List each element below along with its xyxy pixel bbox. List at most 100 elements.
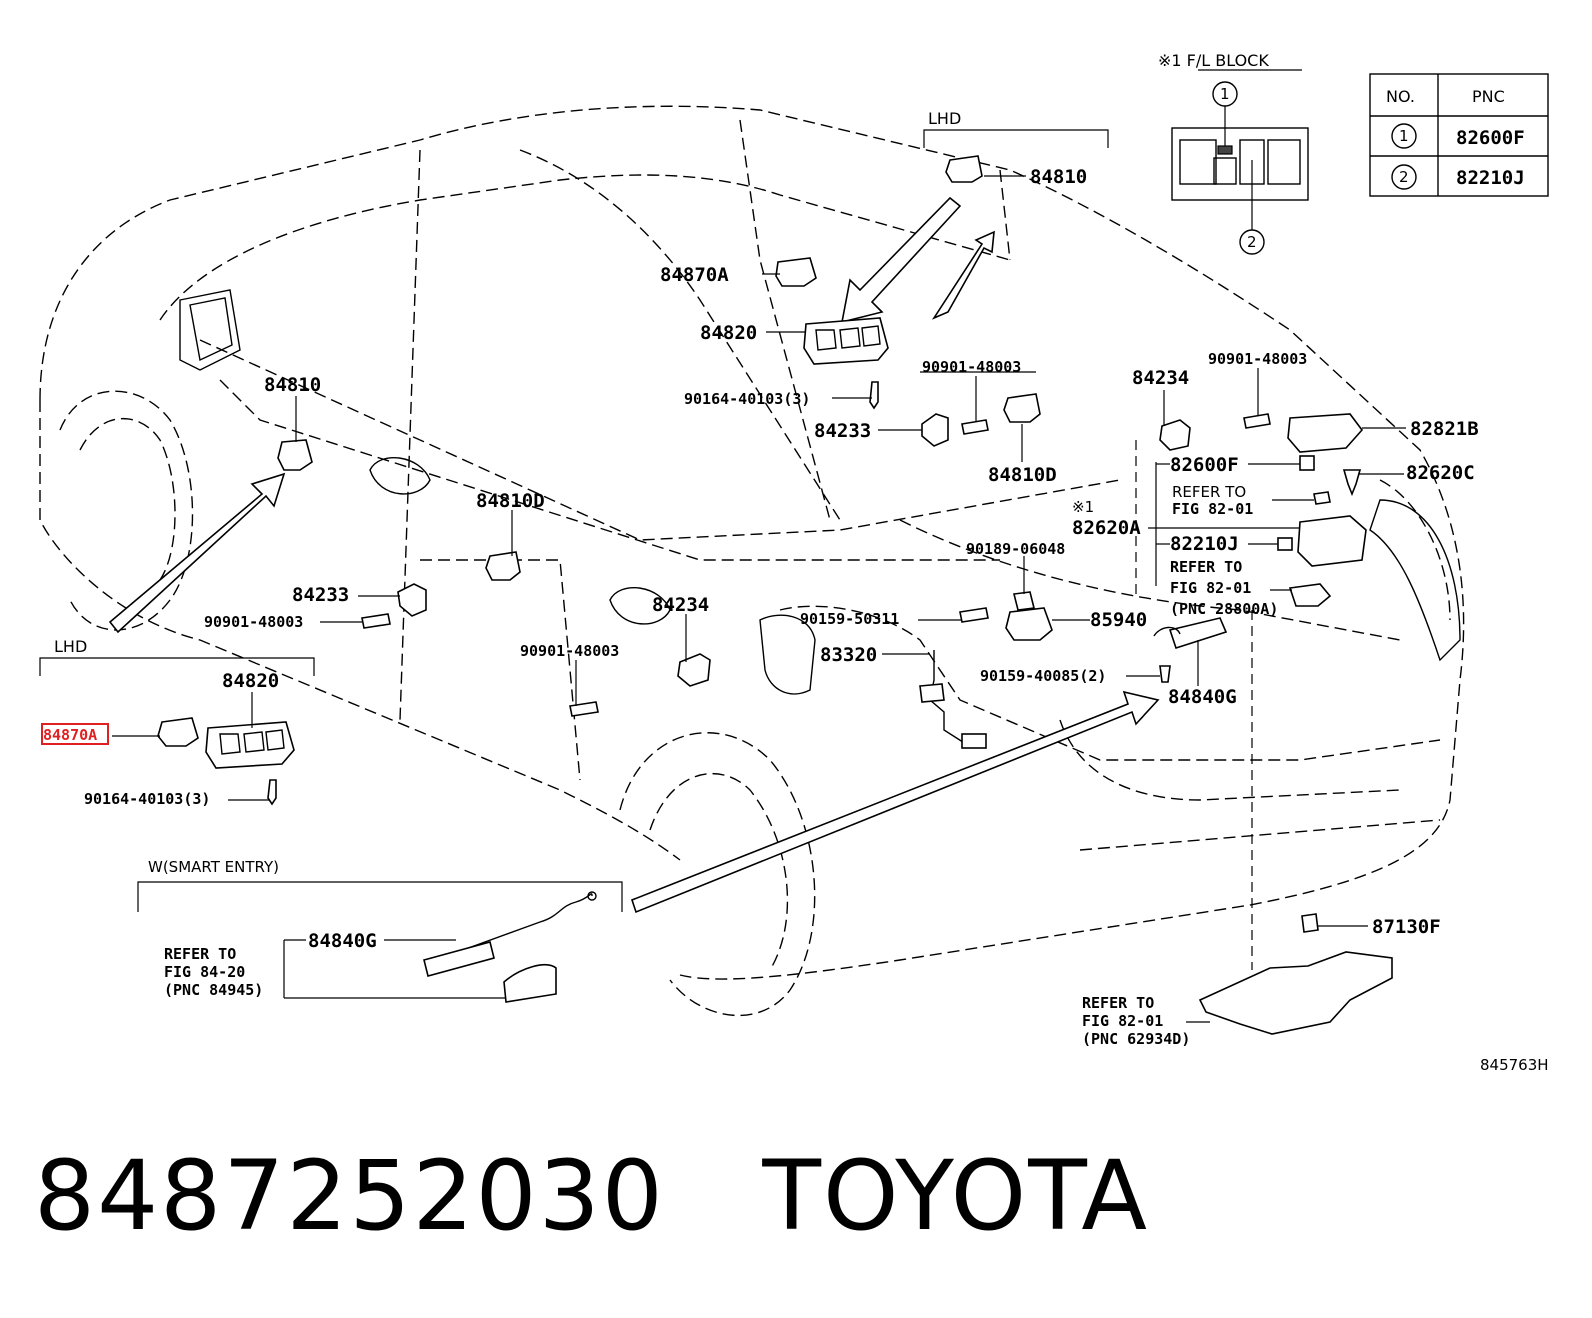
car-body-outline bbox=[39, 105, 1465, 1017]
label-refer-b-1: REFER TO bbox=[1170, 558, 1242, 576]
label-90189: 90189-06048 bbox=[966, 540, 1065, 558]
part-84870A-left bbox=[157, 717, 199, 747]
label-90164-top: 90164-40103(3) bbox=[684, 390, 810, 408]
fl-marker-2: 2 bbox=[1247, 233, 1257, 251]
section-brackets: LHD LHD W(SMART ENTRY) bbox=[39, 109, 1109, 912]
label-82600F: 82600F bbox=[1170, 454, 1239, 476]
label-85940: 85940 bbox=[1090, 609, 1147, 631]
label-refer-a-1: REFER TO bbox=[1172, 483, 1246, 501]
part-84945 bbox=[503, 964, 557, 1003]
screw-90901-c bbox=[569, 701, 599, 717]
part-84820-left bbox=[205, 721, 295, 769]
part-84810D-right bbox=[1003, 393, 1041, 423]
label-refer-b-2: FIG 82-01 bbox=[1170, 579, 1251, 597]
label-refer-84-20-2: FIG 84-20 bbox=[164, 963, 245, 981]
pnc-row-1-no: 1 bbox=[1399, 127, 1409, 145]
part-28800A bbox=[1288, 583, 1332, 607]
part-84840G-cable bbox=[429, 893, 593, 963]
leader-lines bbox=[112, 175, 1406, 1023]
pnc-row-2-pnc: 82210J bbox=[1456, 167, 1525, 189]
part-82620C bbox=[1342, 469, 1362, 497]
arrow-to-smart-entry bbox=[631, 690, 1160, 914]
label-refer-a-2: FIG 82-01 bbox=[1172, 500, 1253, 518]
label-84820-top: 84820 bbox=[700, 322, 757, 344]
fl-marker-1: 1 bbox=[1220, 85, 1230, 103]
part-84840G-right bbox=[1168, 617, 1228, 650]
label-90164-left: 90164-40103(3) bbox=[84, 790, 210, 808]
screw-90159-a bbox=[959, 607, 989, 623]
part-85940 bbox=[1005, 607, 1053, 641]
title-spacer bbox=[665, 1140, 763, 1252]
label-82821B: 82821B bbox=[1410, 418, 1479, 440]
pointer-arrows bbox=[108, 196, 1160, 914]
page-title: 8487252030 TOYOTA bbox=[34, 1140, 1149, 1252]
part-84810D-mid bbox=[485, 551, 521, 581]
part-shapes bbox=[157, 155, 1393, 1035]
pnc-row-1-pnc: 82600F bbox=[1456, 127, 1525, 149]
arrow-to-dash bbox=[931, 230, 995, 320]
label-90901-b: 90901-48003 bbox=[204, 613, 303, 631]
pnc-table-header-no: NO. bbox=[1386, 87, 1415, 106]
part-90189 bbox=[1013, 591, 1035, 611]
screw-90164-top bbox=[869, 381, 879, 410]
pnc-row-2-no: 2 bbox=[1399, 168, 1409, 186]
label-90901-a: 90901-48003 bbox=[922, 358, 1021, 376]
fl-block-inset: ※1 F/L BLOCK 1 2 bbox=[1158, 51, 1309, 255]
fl-block-header: ※1 F/L BLOCK bbox=[1158, 51, 1269, 70]
diagram-code: 845763H bbox=[1480, 1056, 1549, 1074]
label-refer-62934D-3: (PNC 62934D) bbox=[1082, 1030, 1190, 1048]
label-90901-c: 90901-48003 bbox=[520, 642, 619, 660]
label-refer-62934D-1: REFER TO bbox=[1082, 994, 1154, 1012]
highlight-box-84870A bbox=[41, 723, 109, 745]
arrow-to-lhd-switch bbox=[840, 196, 962, 324]
screw-90901-b bbox=[361, 613, 391, 629]
label-90901-d: 90901-48003 bbox=[1208, 350, 1307, 368]
screw-90901-a bbox=[961, 419, 989, 435]
arrow-to-left-switch bbox=[108, 472, 286, 634]
part-82821B bbox=[1287, 413, 1364, 453]
label-refer-b-3: (PNC 28800A) bbox=[1170, 600, 1278, 618]
label-84870A-left[interactable]: 84870A bbox=[43, 726, 97, 744]
pnc-table: NO. PNC 1 82600F 2 82210J bbox=[1369, 73, 1549, 197]
label-84810D-right: 84810D bbox=[988, 464, 1057, 486]
part-83320-cable bbox=[929, 650, 967, 745]
label-84840G-left: 84840G bbox=[308, 930, 377, 952]
label-82620A-mark: ※1 bbox=[1072, 498, 1094, 516]
label-82210J: 82210J bbox=[1170, 533, 1239, 555]
label-84234-mid: 84234 bbox=[652, 594, 709, 616]
label-84233-right: 84233 bbox=[814, 420, 871, 442]
label-82620C: 82620C bbox=[1406, 462, 1475, 484]
part-84840G-left bbox=[423, 941, 495, 977]
part-relay-box bbox=[1297, 515, 1367, 567]
label-87130F: 87130F bbox=[1372, 916, 1441, 938]
screw-90901-d bbox=[1243, 413, 1271, 429]
part-62934D bbox=[1198, 951, 1393, 1035]
label-refer-84-20-3: (PNC 84945) bbox=[164, 981, 263, 999]
pnc-table-header-pnc: PNC bbox=[1472, 87, 1505, 106]
label-82620A: 82620A bbox=[1072, 517, 1141, 539]
callout-labels: 84810 84870A 84820 90901-48003 90164-401… bbox=[43, 166, 1549, 1074]
label-90159-b: 90159-40085(2) bbox=[980, 667, 1106, 685]
part-82210J bbox=[1277, 537, 1293, 551]
part-83320-connector bbox=[961, 733, 987, 749]
part-84810-left bbox=[277, 439, 313, 471]
label-84870A-top: 84870A bbox=[660, 264, 729, 286]
screw-90159-b bbox=[1159, 665, 1171, 683]
smart-entry-label: W(SMART ENTRY) bbox=[148, 858, 279, 876]
label-84234-right: 84234 bbox=[1132, 367, 1189, 389]
screw-90164-left bbox=[267, 779, 277, 806]
label-refer-62934D-2: FIG 82-01 bbox=[1082, 1012, 1163, 1030]
part-84870A-top bbox=[775, 257, 817, 287]
label-84810D-mid: 84810D bbox=[476, 490, 545, 512]
part-82600F bbox=[1299, 455, 1315, 471]
part-number: 8487252030 bbox=[34, 1140, 665, 1252]
part-84234-mid bbox=[677, 653, 711, 687]
brand-name: TOYOTA bbox=[762, 1140, 1150, 1252]
part-87130F bbox=[1301, 913, 1319, 933]
part-84234-right bbox=[1159, 419, 1191, 451]
lhd-top-label: LHD bbox=[928, 109, 961, 128]
part-84810-top bbox=[945, 155, 983, 183]
label-83320: 83320 bbox=[820, 644, 877, 666]
label-90159-a: 90159-50311 bbox=[800, 610, 899, 628]
